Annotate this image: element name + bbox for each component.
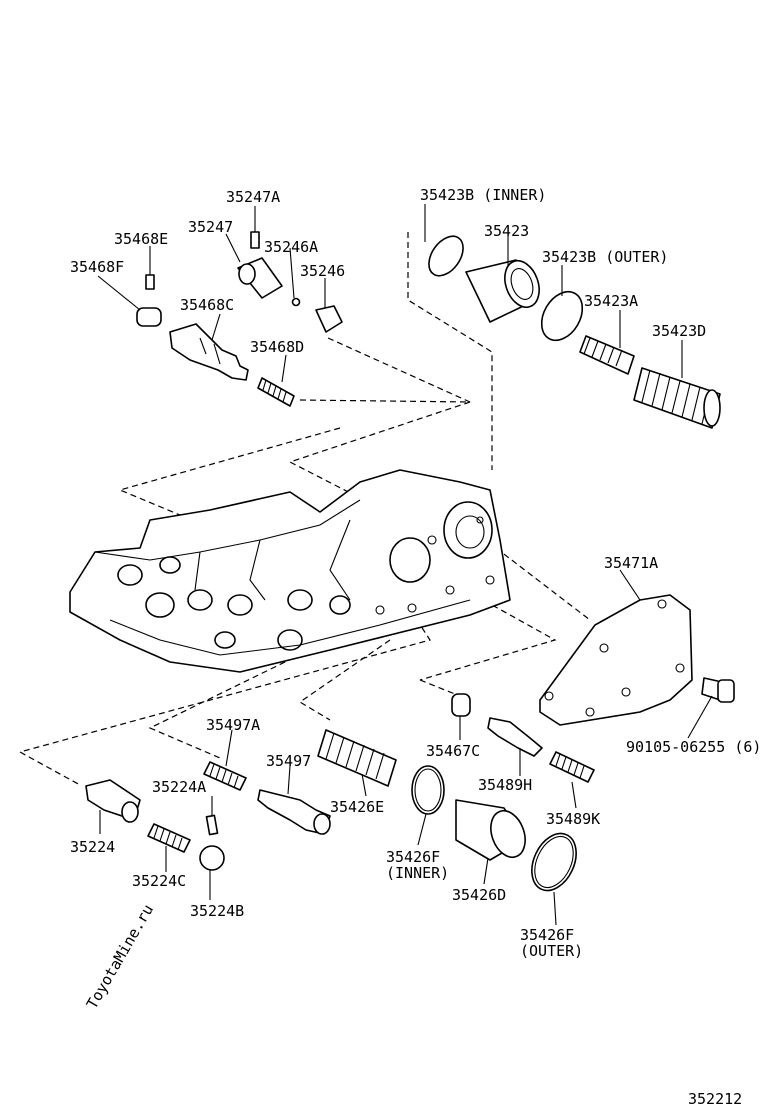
label-35247: 35247	[188, 218, 233, 236]
valve-body	[69, 469, 511, 673]
label-35224: 35224	[70, 838, 115, 856]
watermark: ToyotaMine.ru	[83, 901, 157, 1012]
label-35426E: 35426E	[330, 798, 384, 816]
watermark-text: ToyotaMine.ru	[83, 901, 157, 1012]
label-35426F-inner-part: 35426F	[386, 848, 440, 866]
label-35246A: 35246A	[264, 238, 318, 256]
label-35497A: 35497A	[206, 716, 260, 734]
label-35246: 35246	[300, 262, 345, 280]
label-35468D: 35468D	[250, 338, 304, 356]
cover-plate	[539, 594, 693, 726]
part-labels: 35247A 35247 35246A 35246 35468E 35468F …	[70, 186, 760, 1108]
label-35423A: 35423A	[584, 292, 638, 310]
label-35489K: 35489K	[546, 810, 600, 828]
label-35471A: 35471A	[604, 554, 658, 572]
diagram-id: 352212	[688, 1090, 742, 1108]
label-35423B-outer: 35423B (OUTER)	[542, 248, 668, 266]
bolt	[701, 677, 735, 703]
label-35489H: 35489H	[478, 776, 532, 794]
label-35224C: 35224C	[132, 872, 186, 890]
label-35423D: 35423D	[652, 322, 706, 340]
label-35423: 35423	[484, 222, 529, 240]
label-90105: 90105-06255 (6)	[626, 738, 760, 756]
upper-right-parts	[428, 235, 721, 429]
label-35426F-inner-note: (INNER)	[386, 864, 449, 882]
label-35224A: 35224A	[152, 778, 206, 796]
label-35497: 35497	[266, 752, 311, 770]
leader-lines	[97, 204, 713, 926]
label-35468C: 35468C	[180, 296, 234, 314]
lower-parts	[85, 693, 595, 892]
label-35423B-inner: 35423B (INNER)	[420, 186, 546, 204]
label-35247A: 35247A	[226, 188, 280, 206]
upper-left-parts	[136, 231, 343, 407]
label-35426D: 35426D	[452, 886, 506, 904]
label-35426F-outer-part: 35426F	[520, 926, 574, 944]
label-35467C: 35467C	[426, 742, 480, 760]
label-35224B: 35224B	[190, 902, 244, 920]
label-35468F: 35468F	[70, 258, 124, 276]
label-35468E: 35468E	[114, 230, 168, 248]
label-35426F-outer-note: (OUTER)	[520, 942, 583, 960]
